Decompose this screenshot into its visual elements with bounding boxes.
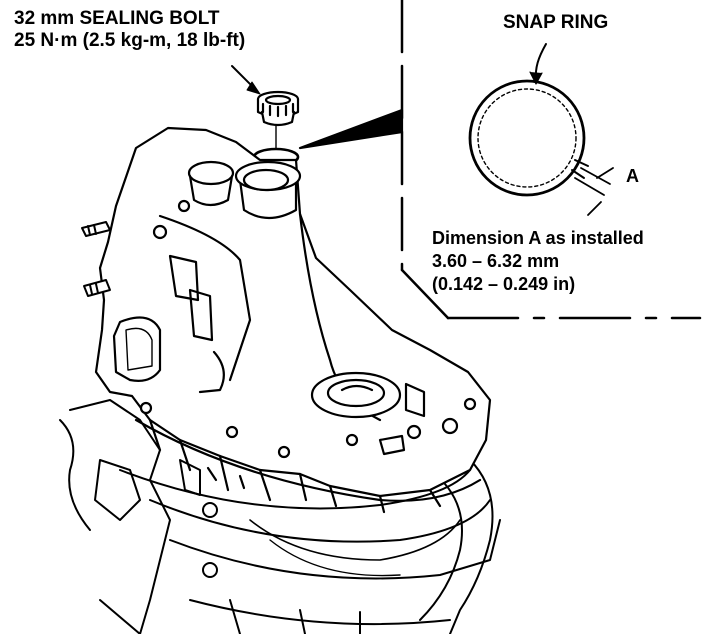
dimension-mm-value: 3.60 – 6.32 mm (432, 251, 560, 271)
detail-frame (400, 0, 702, 320)
detail-pointer (298, 108, 404, 150)
transmission-housing (94, 126, 492, 514)
dimension-caption: Dimension A as installed (432, 228, 644, 248)
dimension-in-value: (0.142 – 0.249 in) (432, 274, 576, 294)
sealing-bolt (256, 90, 300, 127)
dimension-a-label: A (626, 166, 639, 186)
dimension-a-arrows (574, 167, 614, 216)
snap-ring (468, 79, 589, 197)
sealing-bolt-label: 32 mm SEALING BOLT (14, 8, 220, 29)
transmission-body (59, 399, 501, 635)
housing-studs (81, 221, 111, 297)
snap-ring-label: SNAP RING (503, 12, 609, 33)
sealing-bolt-torque: 25 N·m (2.5 kg-m, 18 lb-ft) (14, 30, 246, 51)
